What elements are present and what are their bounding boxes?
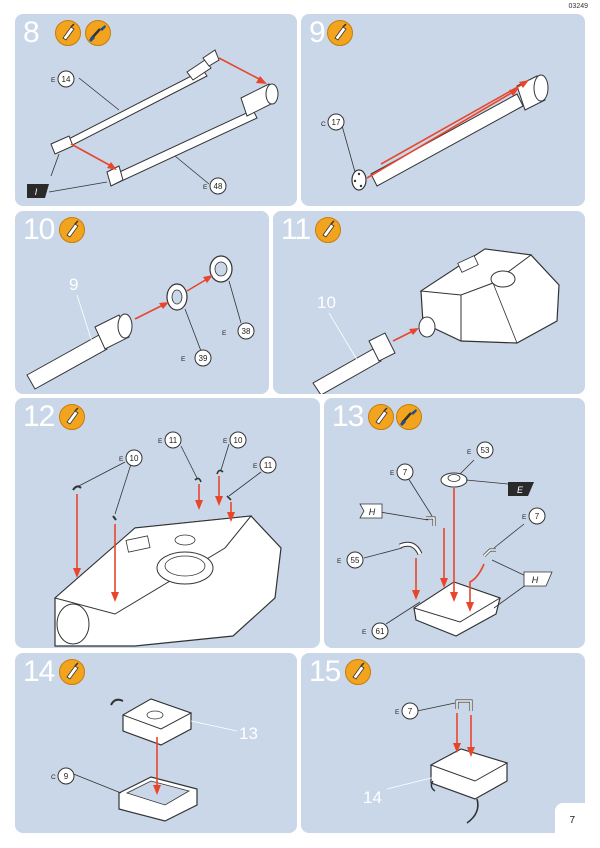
part-e7-label: 7 xyxy=(408,707,413,716)
svg-text:E: E xyxy=(253,463,258,470)
glue-tube-icon xyxy=(59,217,85,243)
svg-text:E: E xyxy=(158,438,163,445)
step-15-number: 15 xyxy=(309,655,341,688)
part-e48-label: 48 xyxy=(214,182,223,191)
step-9-panel: 9 C 17 xyxy=(301,14,585,206)
step-15-reference: 14 xyxy=(363,788,382,807)
svg-text:E: E xyxy=(395,709,400,716)
step-8-panel: 8 E 14 E 48 I xyxy=(15,14,297,206)
part-c17-label: 17 xyxy=(332,118,341,127)
glue-tube-icon xyxy=(345,659,371,685)
paint-brush-icon xyxy=(85,20,111,46)
page-number-tab: 7 xyxy=(555,803,585,833)
svg-text:E: E xyxy=(390,470,395,477)
step-13-panel: 13 xyxy=(324,398,585,648)
part-e14-label: 14 xyxy=(62,75,71,84)
svg-text:E: E xyxy=(223,438,228,445)
part-e7-label: 7 xyxy=(535,512,540,521)
part-e10-label: 10 xyxy=(234,436,243,445)
step-8-number: 8 xyxy=(23,16,40,49)
glue-tube-icon xyxy=(327,20,353,46)
step-9-illustration: C 17 xyxy=(321,74,549,191)
step-15-panel: 15 E 7 14 7 xyxy=(301,653,585,833)
step-11-illustration: 10 xyxy=(312,248,560,394)
part-e7-label: 7 xyxy=(403,468,408,477)
step-12-number: 12 xyxy=(23,400,55,433)
svg-text:C: C xyxy=(321,121,326,128)
step-14-number: 14 xyxy=(23,655,55,688)
part-e11-label: 11 xyxy=(264,461,273,470)
step-10-reference: 9 xyxy=(69,275,78,294)
color-flag-h: H xyxy=(532,575,539,585)
color-flag-i: I xyxy=(35,187,38,197)
svg-text:E: E xyxy=(522,514,527,521)
step-11-reference: 10 xyxy=(317,293,336,312)
step-9-number: 9 xyxy=(309,16,326,49)
step-10-number: 10 xyxy=(23,213,55,246)
step-10-illustration: 9 E 38 E 39 xyxy=(26,255,255,390)
part-e38-label: 38 xyxy=(242,327,251,336)
svg-text:E: E xyxy=(51,77,56,84)
step-13-number: 13 xyxy=(332,400,364,433)
part-e55-label: 55 xyxy=(351,556,360,565)
step-12-illustration: E 10 E 11 E 10 E 11 xyxy=(53,431,282,647)
glue-tube-icon xyxy=(59,659,85,685)
step-12-panel: 12 E 10 E xyxy=(15,398,320,648)
glue-tube-icon xyxy=(59,404,85,430)
step-10-panel: 10 9 E 38 E 39 xyxy=(15,211,269,394)
glue-tube-icon xyxy=(315,217,341,243)
svg-text:E: E xyxy=(181,356,186,363)
svg-text:C: C xyxy=(51,774,56,781)
step-8-illustration: E 14 E 48 I xyxy=(27,49,279,198)
step-14-reference: 13 xyxy=(239,724,258,743)
glue-tube-icon xyxy=(368,404,394,430)
part-e39-label: 39 xyxy=(199,354,208,363)
svg-text:E: E xyxy=(222,330,227,337)
paint-brush-icon xyxy=(396,404,422,430)
step-11-panel: 11 10 xyxy=(273,211,585,394)
step-14-illustration: 13 C 9 xyxy=(51,698,258,822)
svg-text:E: E xyxy=(203,184,208,191)
part-e10-label: 10 xyxy=(130,454,139,463)
svg-text:E: E xyxy=(467,449,472,456)
part-c9-label: 9 xyxy=(64,772,69,781)
part-e11-label: 11 xyxy=(169,436,178,445)
step-11-number: 11 xyxy=(281,213,311,246)
svg-text:E: E xyxy=(362,629,367,636)
page-number: 7 xyxy=(569,815,575,826)
color-flag-e: E xyxy=(517,485,524,495)
svg-text:E: E xyxy=(337,558,342,565)
step-14-panel: 14 13 C 9 xyxy=(15,653,297,833)
glue-tube-icon xyxy=(55,20,81,46)
part-e53-label: 53 xyxy=(481,446,490,455)
part-e61-label: 61 xyxy=(376,627,385,636)
step-15-illustration: E 7 14 xyxy=(363,699,509,824)
svg-text:E: E xyxy=(119,456,124,463)
color-flag-h: H xyxy=(369,507,376,517)
document-code: 03249 xyxy=(568,3,588,10)
step-13-illustration: E 53 E 7 E 7 E 55 E 61 E H H xyxy=(337,441,553,640)
